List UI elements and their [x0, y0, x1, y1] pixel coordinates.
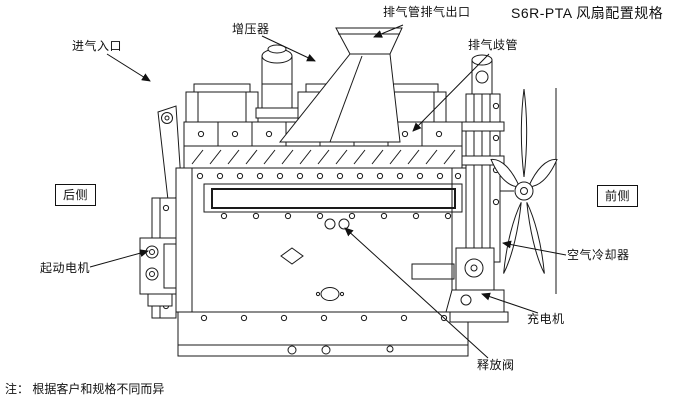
turbocharger-leader	[262, 36, 316, 61]
label-air-cooler: 空气冷却器	[567, 248, 630, 262]
charger-leader	[481, 292, 538, 313]
label-front-side: 前侧	[597, 185, 639, 207]
label-starter-motor: 起动电机	[40, 261, 91, 275]
starter-motor-drawing	[140, 198, 178, 318]
exhaust-outlet-drawing	[280, 28, 402, 142]
label-exhaust-outlet: 排气管排气出口	[383, 5, 471, 19]
engine-drawing	[140, 28, 558, 356]
label-release-valve: 释放阀	[477, 358, 515, 372]
label-exhaust-manifold: 排气歧管	[468, 38, 519, 52]
label-turbocharger: 增压器	[232, 22, 270, 36]
air-cooler-drawing	[462, 55, 504, 262]
footnote: 注： 根据客户和规格不同而异	[5, 382, 165, 396]
oil-pan-drawing	[178, 312, 468, 356]
exhaust-manifold-leader	[412, 54, 489, 132]
starter-motor-leader	[90, 249, 149, 267]
label-battery-charger: 充电机	[527, 312, 565, 326]
label-rear-side: 后侧	[55, 184, 97, 206]
exhaust-outlet-leader	[373, 25, 403, 38]
fan-drawing	[490, 88, 558, 294]
engine-block-drawing	[176, 168, 468, 312]
release-valve-leader	[344, 227, 488, 358]
air-cooler-leader	[502, 240, 566, 255]
label-air-intake: 进气入口	[72, 39, 123, 53]
turbocharger-drawing	[256, 45, 298, 118]
leader-lines	[90, 25, 566, 358]
air-intake-leader	[107, 54, 151, 82]
diagram-title: S6R-PTA 风扇配置规格	[511, 5, 664, 21]
